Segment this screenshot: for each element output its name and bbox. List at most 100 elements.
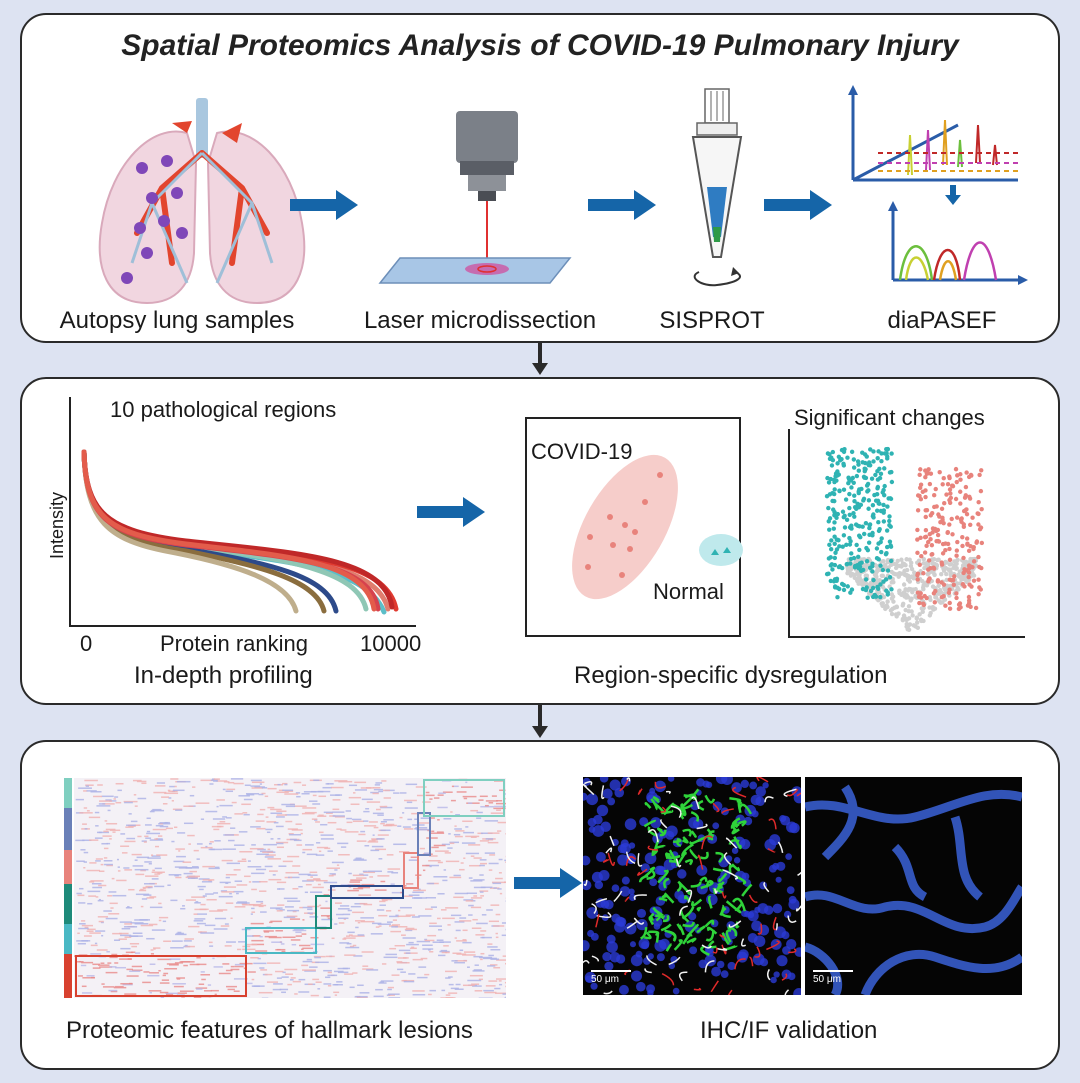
heatmap-cell xyxy=(256,827,266,830)
red-white-signal xyxy=(721,891,727,899)
heatmap-cell xyxy=(491,881,506,884)
heatmap-cell xyxy=(456,791,467,793)
arrow-right-icon xyxy=(417,497,485,527)
heatmap-cell xyxy=(277,837,281,840)
heatmap-cell xyxy=(480,862,487,865)
heatmap-cell xyxy=(78,902,86,904)
heatmap-cell xyxy=(433,844,446,847)
heatmap-cell xyxy=(200,779,214,782)
green-signal xyxy=(654,932,660,943)
heatmap-cell xyxy=(278,888,285,890)
green-signal xyxy=(684,858,693,866)
heatmap-cell xyxy=(348,872,352,875)
heatmap-cell xyxy=(495,936,499,939)
volcano-point xyxy=(955,585,960,590)
heatmap-cell xyxy=(309,871,318,874)
heatmap-cell xyxy=(376,838,385,840)
heatmap-cell xyxy=(287,983,292,986)
volcano-point xyxy=(919,553,924,559)
heatmap-cell xyxy=(264,935,277,938)
heatmap-cell xyxy=(140,869,146,872)
heatmap-cell xyxy=(295,823,302,825)
volcano-point xyxy=(874,546,880,551)
if-image-normal[interactable]: 50 μm xyxy=(805,777,1022,995)
green-signal xyxy=(690,881,702,888)
heatmap-cell xyxy=(92,886,103,889)
volcano-point xyxy=(882,483,887,489)
volcano-point xyxy=(880,567,886,573)
volcano-point xyxy=(842,513,847,519)
volcano-point xyxy=(849,551,854,556)
nucleus xyxy=(716,960,725,969)
heatmap-cell xyxy=(444,852,451,854)
heatmap-cell xyxy=(397,915,411,918)
heatmap-cell xyxy=(450,811,453,813)
heatmap-cell xyxy=(81,985,87,988)
heatmap-cell xyxy=(105,828,116,831)
heatmap-cell xyxy=(298,873,311,876)
heatmap-cell xyxy=(445,907,459,909)
heatmap-cell xyxy=(168,797,172,799)
heatmap-cell xyxy=(365,807,370,810)
green-signal xyxy=(664,929,677,941)
heatmap-cell xyxy=(313,955,326,958)
nucleus xyxy=(711,966,722,977)
red-white-signal xyxy=(763,881,770,893)
volcano-point xyxy=(833,550,838,555)
heatmap-cell xyxy=(151,929,166,931)
heatmap-cell xyxy=(275,816,285,818)
heatmap-cell xyxy=(126,968,133,971)
heatmap-cell xyxy=(355,857,362,859)
heatmap-cell xyxy=(462,941,472,944)
heatmap-cluster-box xyxy=(75,955,247,997)
volcano-point xyxy=(976,522,981,527)
heatmap-cell xyxy=(298,991,310,993)
red-white-signal xyxy=(754,946,761,958)
heatmap-cell xyxy=(123,800,138,803)
heatmap-cell xyxy=(139,919,151,921)
heatmap-cell xyxy=(416,940,431,943)
volcano-point xyxy=(936,512,941,517)
heatmap-cell xyxy=(450,799,456,802)
heatmap-cell xyxy=(204,924,216,927)
heatmap-cell xyxy=(86,869,101,872)
volcano-point xyxy=(880,490,885,495)
volcano-point xyxy=(955,557,960,563)
heatmap-cell xyxy=(352,820,364,823)
volcano-point xyxy=(966,563,972,568)
volcano-point xyxy=(845,566,851,572)
volcano-point xyxy=(873,472,878,478)
volcano-point xyxy=(939,580,944,585)
heatmap-cell xyxy=(233,869,241,871)
heatmap-cell xyxy=(455,929,461,932)
volcano-point xyxy=(875,456,880,461)
heatmap-cell xyxy=(109,902,118,905)
heatmap-cell xyxy=(339,905,350,907)
heatmap-cell xyxy=(222,816,227,818)
heatmap-cell xyxy=(317,883,321,886)
heatmap-cell xyxy=(387,871,394,873)
heatmap-cell xyxy=(225,902,234,904)
heatmap-cell xyxy=(149,991,152,994)
heatmap-cell xyxy=(377,923,391,925)
heatmap-cell xyxy=(408,894,420,896)
heatmap-cell xyxy=(364,844,370,847)
red-white-signal xyxy=(764,796,774,803)
heatmap-cell xyxy=(383,819,394,821)
nucleus xyxy=(594,880,604,890)
heatmap-cell xyxy=(270,808,282,811)
volcano-point xyxy=(911,623,916,628)
heatmap-cell xyxy=(345,810,351,812)
heatmap-cell xyxy=(369,876,374,878)
green-signal xyxy=(651,850,656,856)
heatmap-cell xyxy=(263,930,274,932)
heatmap-cell xyxy=(367,870,382,873)
nucleus xyxy=(602,952,612,962)
heatmap-cell xyxy=(292,865,301,867)
volcano-point xyxy=(831,579,837,584)
red-white-signal xyxy=(756,777,769,783)
heatmap-cell xyxy=(370,849,380,852)
if-image-covid[interactable]: 50 μm xyxy=(583,777,801,995)
heatmap-cell xyxy=(213,892,219,894)
volcano-plot[interactable] xyxy=(787,429,1027,639)
